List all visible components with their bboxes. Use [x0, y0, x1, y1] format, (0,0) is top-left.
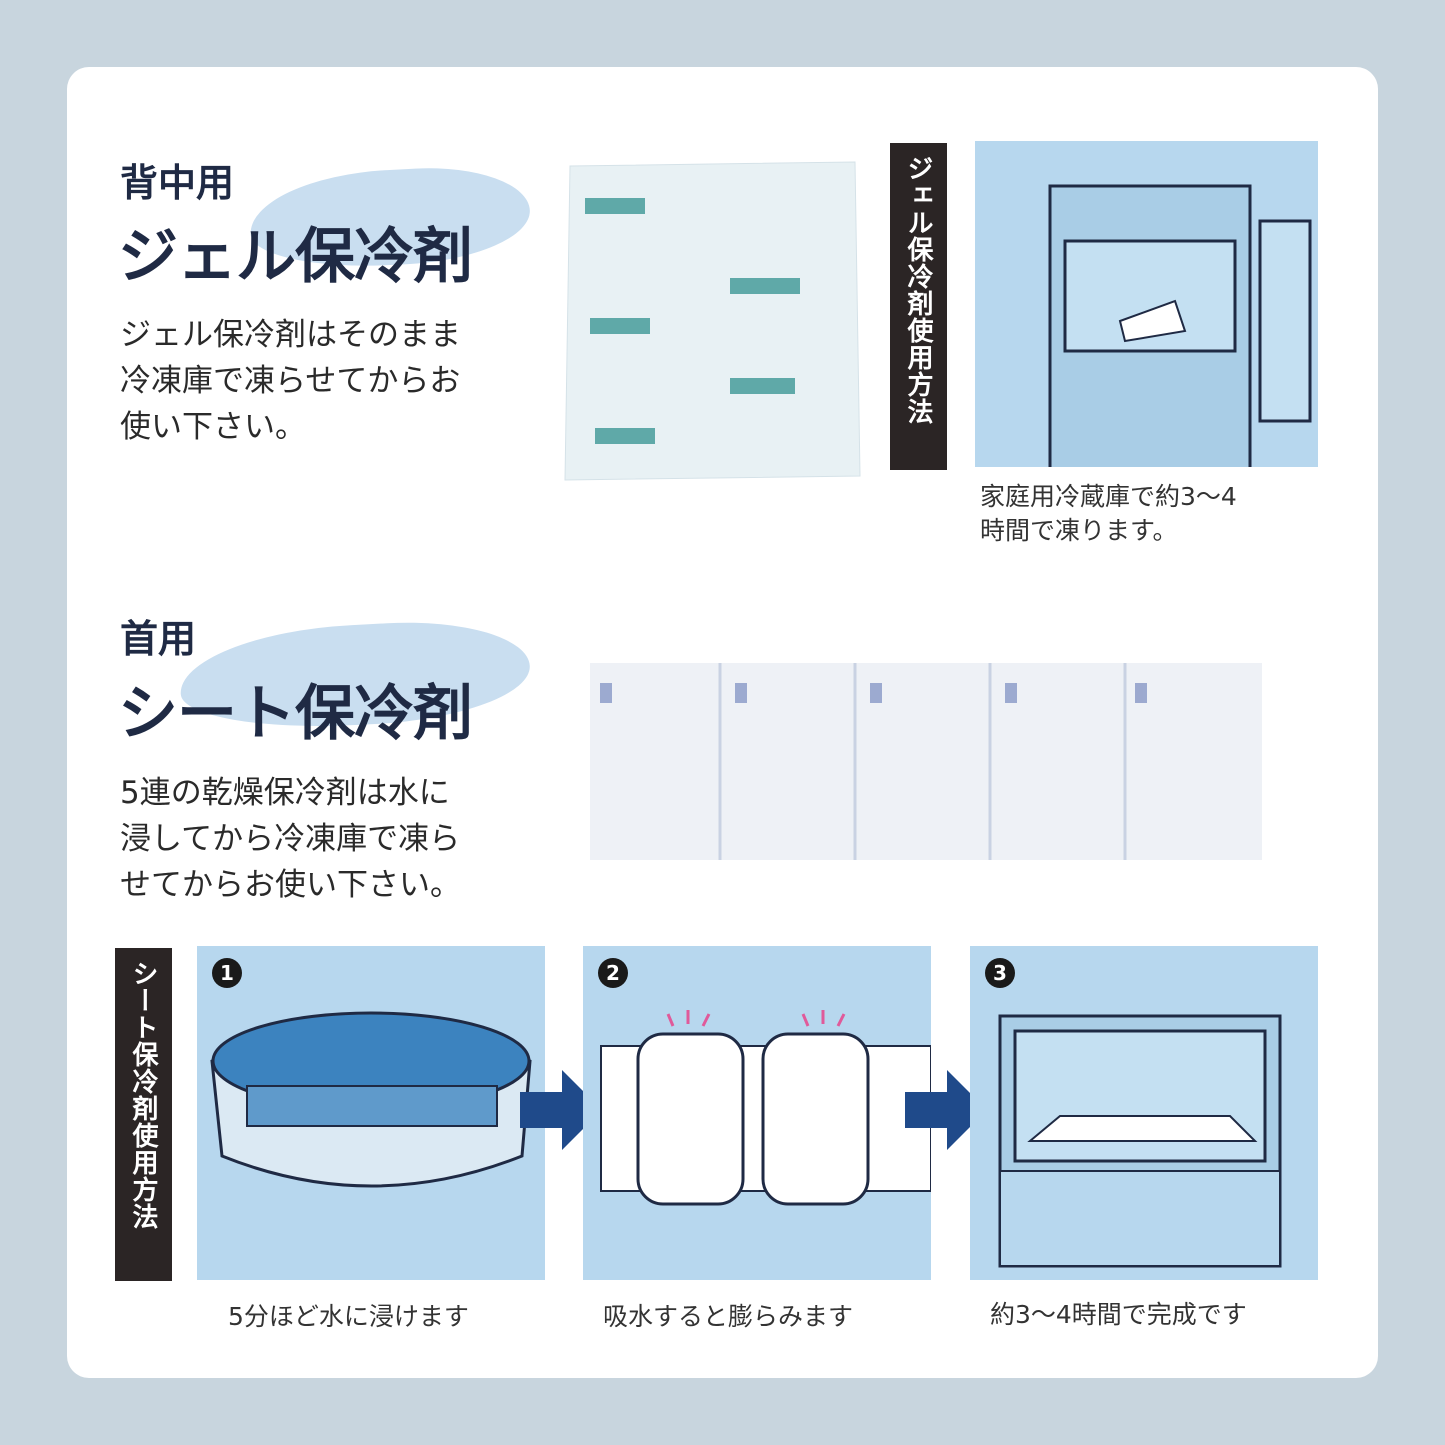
- gel-usage-panel: [975, 141, 1318, 467]
- gel-pack-image: [564, 161, 861, 481]
- step-2-number: 2: [598, 958, 628, 988]
- step-3-number: 3: [985, 958, 1015, 988]
- step-1-number: 1: [212, 958, 242, 988]
- arrow-right-icon: [905, 1070, 987, 1150]
- sheet-subtitle: 首用: [120, 617, 197, 661]
- gel-usage-label: ジェル保冷剤使用方法: [890, 143, 947, 470]
- gel-usage-caption: 家庭用冷蔵庫で約3～4 時間で凍ります。: [980, 482, 1237, 545]
- step-3-panel: [970, 946, 1318, 1280]
- sheet-pack-image: [590, 663, 1262, 860]
- sheet-usage-label: シート保冷剤使用方法: [115, 948, 172, 1281]
- step-1-panel: [197, 946, 545, 1280]
- step-3-caption: 約3～4時間で完成です: [990, 1300, 1247, 1329]
- gel-description: ジェル保冷剤はそのまま 冷凍庫で凍らせてからお 使い下さい。: [120, 317, 461, 445]
- step-2-caption: 吸水すると膨らみます: [603, 1302, 854, 1331]
- step-2-panel: [583, 946, 931, 1280]
- sheet-description: 5連の乾燥保冷剤は水に 浸してから冷凍庫で凍ら せてからお使い下さい。: [120, 775, 461, 903]
- arrow-right-icon: [520, 1070, 602, 1150]
- sheet-title: シート保冷剤: [118, 679, 473, 749]
- freezer-illustration: [1048, 184, 1312, 467]
- swollen-sheet-illustration: [600, 1010, 931, 1206]
- gel-title: ジェル保冷剤: [118, 222, 473, 292]
- freezer-illustration: [998, 1014, 1282, 1268]
- step-1-caption: 5分ほど水に浸けます: [228, 1302, 469, 1331]
- soak-bowl-illustration: [210, 1011, 532, 1188]
- gel-subtitle: 背中用: [120, 161, 235, 205]
